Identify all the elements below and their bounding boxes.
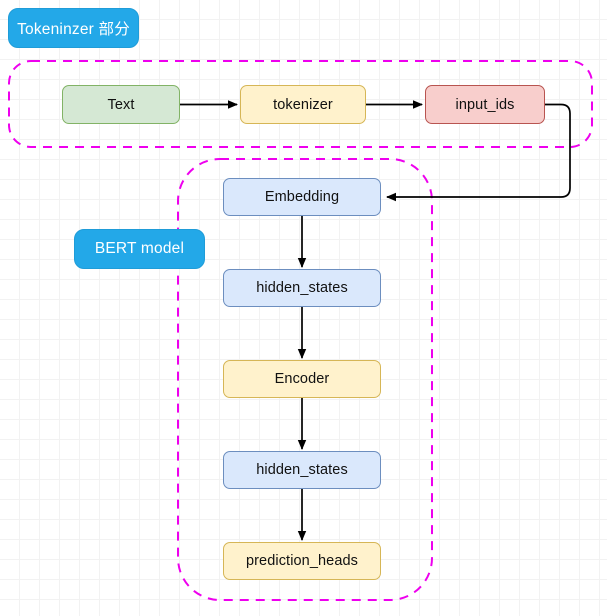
node-input-ids-label: input_ids bbox=[455, 96, 515, 113]
node-hidden-states-1-label: hidden_states bbox=[256, 280, 348, 296]
node-hidden-states-2[interactable]: hidden_states bbox=[223, 451, 381, 489]
node-encoder-label: Encoder bbox=[274, 371, 330, 387]
node-input-ids[interactable]: input_ids bbox=[425, 85, 545, 124]
node-prediction-heads-label: prediction_heads bbox=[245, 553, 359, 569]
node-tokenizer-label: tokenizer bbox=[273, 96, 333, 113]
node-tokenizer[interactable]: tokenizer bbox=[240, 85, 366, 124]
node-hidden-states-2-label: hidden_states bbox=[256, 462, 348, 478]
node-hidden-states-1[interactable]: hidden_states bbox=[223, 269, 381, 307]
bert-model-group-label[interactable]: BERT model bbox=[74, 229, 205, 269]
node-text[interactable]: Text bbox=[62, 85, 180, 124]
bert-model-group-label-text: BERT model bbox=[94, 240, 185, 257]
node-text-label: Text bbox=[107, 96, 135, 113]
node-encoder[interactable]: Encoder bbox=[223, 360, 381, 398]
tokenizer-group-label-text: Tokeninzer 部分 bbox=[17, 21, 130, 38]
node-prediction-heads[interactable]: prediction_heads bbox=[223, 542, 381, 580]
tokenizer-group-label[interactable]: Tokeninzer 部分 bbox=[8, 8, 139, 48]
node-embedding[interactable]: Embedding bbox=[223, 178, 381, 216]
node-embedding-label: Embedding bbox=[264, 189, 340, 205]
